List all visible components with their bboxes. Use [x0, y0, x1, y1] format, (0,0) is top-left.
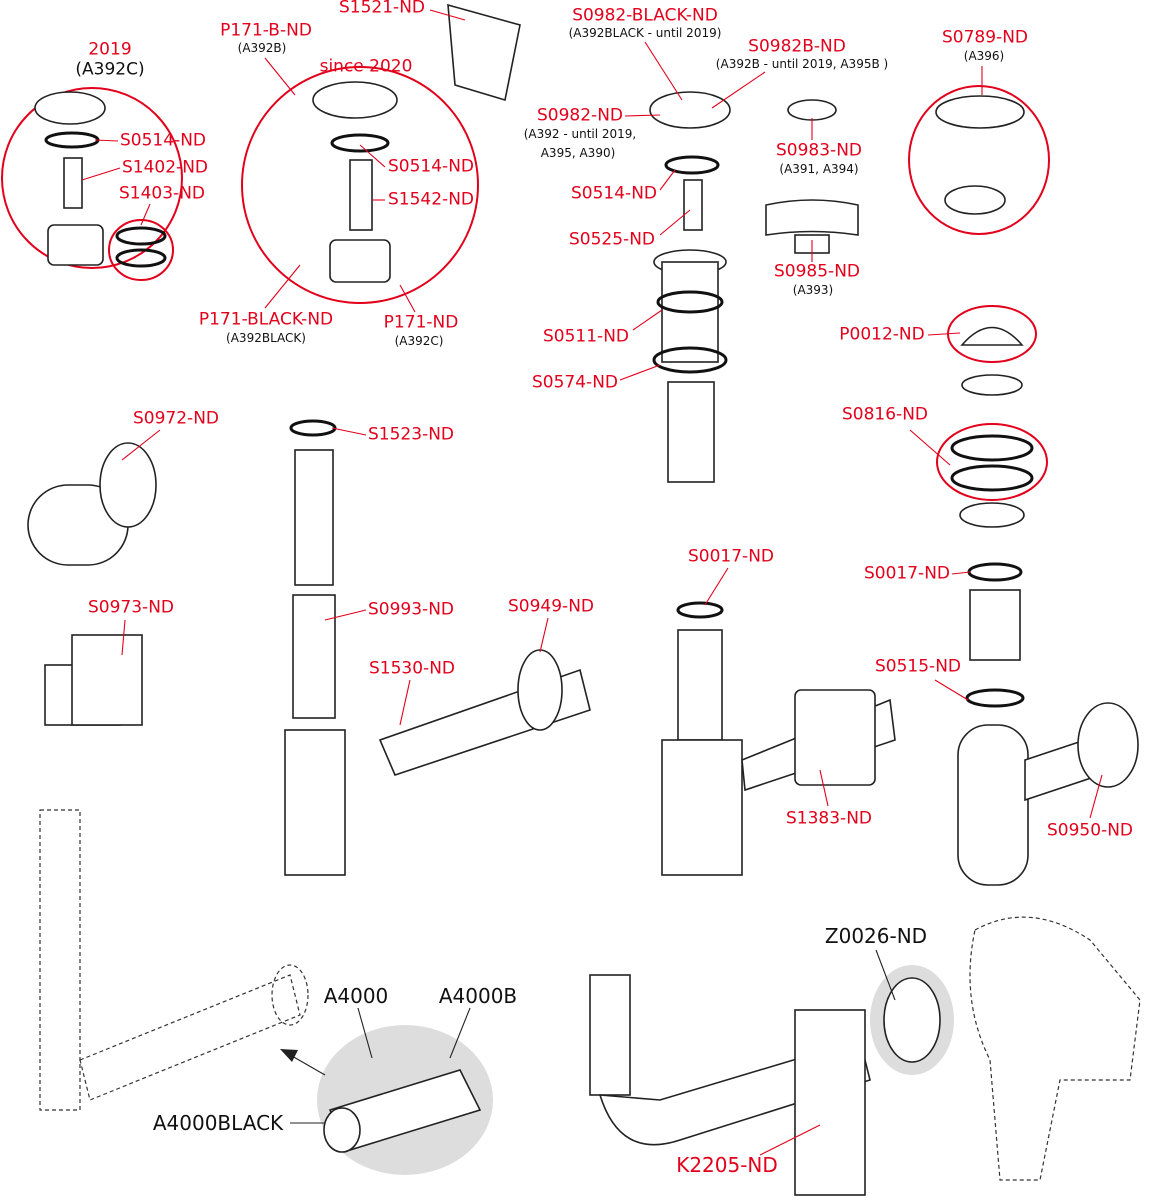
- label-s0985-note: (A393): [792, 283, 834, 297]
- label-s0789-note: (A396): [963, 49, 1005, 63]
- s1403-circle: [108, 219, 174, 281]
- label-s0514: S0514-ND: [388, 156, 474, 177]
- label-s0525: S0525-ND: [569, 229, 655, 250]
- label-k2205: K2205-ND: [676, 1153, 778, 1177]
- label-s1523: S1523-ND: [368, 424, 454, 445]
- label-s1403: S1403-ND: [119, 183, 205, 204]
- label-s0982-black: S0982-BLACK-ND: [572, 5, 718, 26]
- label-2019: 2019: [88, 39, 132, 60]
- label-s0514: S0514-ND: [571, 183, 657, 204]
- label-a392b: (A392B): [237, 41, 287, 55]
- label-p0012: P0012-ND: [839, 324, 925, 345]
- label-s0972: S0972-ND: [133, 408, 219, 429]
- s0789-circle: [908, 85, 1050, 235]
- label-a392c-small: (A392C): [394, 334, 444, 348]
- label-s1521: S1521-ND: [339, 0, 425, 18]
- label-a392c: (A392C): [75, 59, 145, 80]
- spring-mechanism: [63, 157, 83, 209]
- label-s0017: S0017-ND: [688, 546, 774, 567]
- label-s0982b: S0982B-ND: [748, 36, 846, 57]
- label-s0511: S0511-ND: [543, 326, 629, 347]
- label-s1402: S1402-ND: [122, 157, 208, 178]
- group-2019-circle: [1, 87, 183, 269]
- label-s1542: S1542-ND: [388, 189, 474, 210]
- label-a4000black: A4000BLACK: [152, 1111, 284, 1135]
- label-s0982b-note: (A392B - until 2019, A395B ): [715, 57, 889, 71]
- label-s0983-note: (A391, A394): [779, 162, 859, 176]
- label-s0993: S0993-ND: [368, 599, 454, 620]
- label-s1530: S1530-ND: [369, 658, 455, 679]
- label-s0985: S0985-ND: [774, 261, 860, 282]
- plug-cap: [34, 91, 106, 125]
- label-s0949: S0949-ND: [508, 596, 594, 617]
- group-since-2020-circle: [241, 66, 479, 304]
- label-p171-black: P171-BLACK-ND: [198, 309, 334, 330]
- label-s0973: S0973-ND: [88, 597, 174, 618]
- label-s0789: S0789-ND: [942, 27, 1028, 48]
- leader-lines: [81, 9, 1103, 1156]
- label-s0982-note-1: (A392 - until 2019,: [523, 127, 637, 141]
- label-s1383: S1383-ND: [786, 808, 872, 829]
- label-s0816: S0816-ND: [842, 404, 928, 425]
- label-s0983: S0983-ND: [776, 140, 862, 161]
- label-a4000: A4000: [323, 984, 389, 1008]
- s0816-circle: [936, 423, 1048, 501]
- label-s0982-note-2: A395, A390): [540, 146, 616, 160]
- label-s0515: S0515-ND: [875, 656, 961, 677]
- label-s0514: S0514-ND: [120, 130, 206, 151]
- label-s0982: S0982-ND: [537, 105, 623, 126]
- label-s0982-black-note: (A392BLACK - until 2019): [568, 26, 722, 40]
- label-s0950: S0950-ND: [1047, 820, 1133, 841]
- label-p171-b: P171-B-ND: [220, 20, 312, 41]
- label-a4000b: A4000B: [438, 984, 518, 1008]
- label-a392black: (A392BLACK): [226, 331, 306, 345]
- label-s0574: S0574-ND: [532, 372, 618, 393]
- label-s0017: S0017-ND: [864, 563, 950, 584]
- label-since-2020: since 2020: [319, 56, 413, 77]
- label-z0026: Z0026-ND: [824, 924, 928, 948]
- label-p171: P171-ND: [383, 312, 459, 333]
